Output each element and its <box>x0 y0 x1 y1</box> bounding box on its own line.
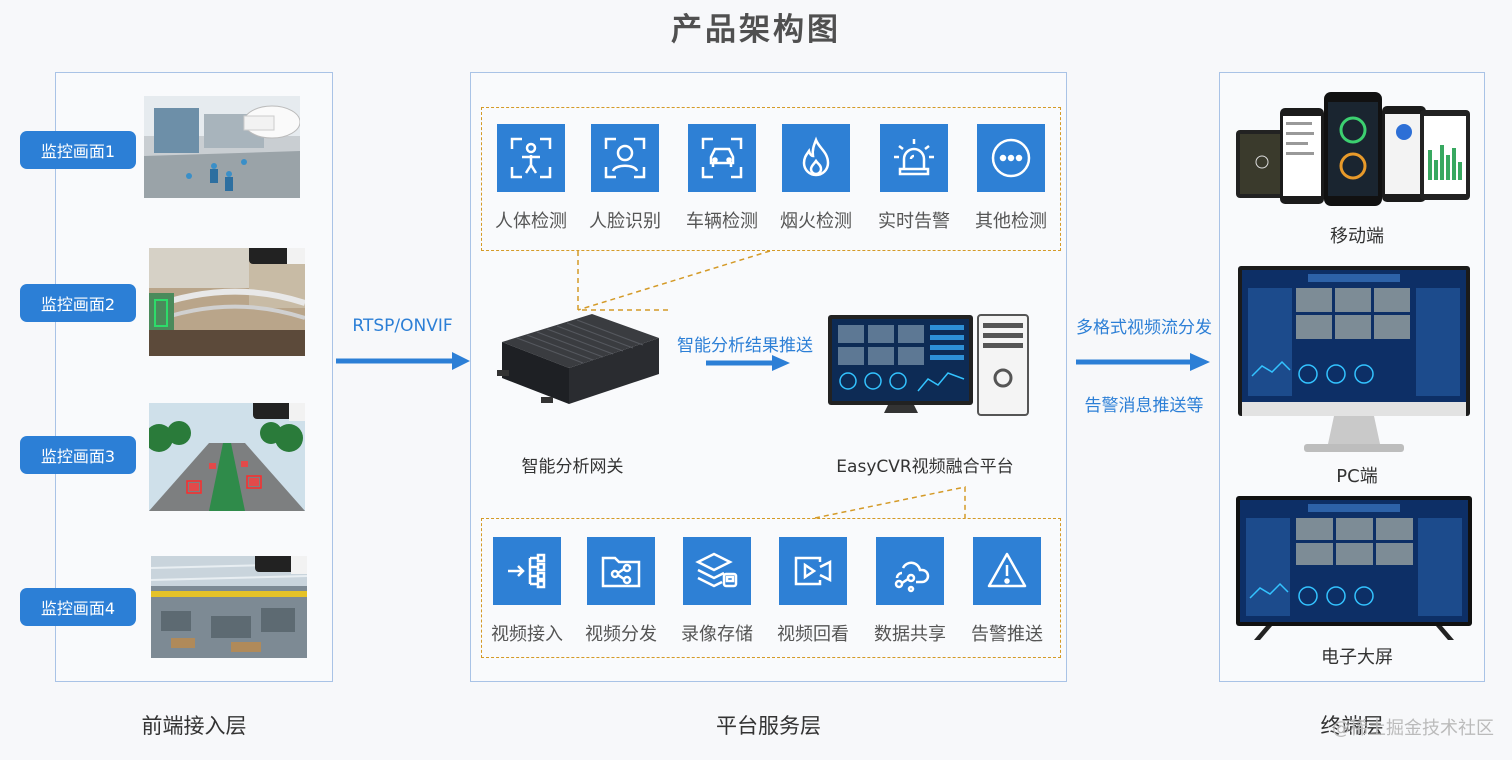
camera-button-3[interactable]: 监控画面3 <box>20 436 136 474</box>
alarm-light-icon[interactable] <box>880 124 948 192</box>
terminal-layer-label: 终端层 <box>1320 714 1384 738</box>
protocol-label: RTSP/ONVIF <box>352 316 453 336</box>
distribution-label-1: 多格式视频流分发 <box>1076 318 1212 338</box>
watermark: @稀土掘金技术社区 <box>1332 718 1494 739</box>
share-folder-icon[interactable] <box>587 537 655 605</box>
face-scan-icon[interactable] <box>591 124 659 192</box>
platform-functions-box <box>481 518 1061 658</box>
page-title: 产品架构图 <box>671 12 841 48</box>
function-label-fire: 烟火检测 <box>780 211 852 232</box>
front-layer-label: 前端接入层 <box>141 714 247 738</box>
result-push-label: 智能分析结果推送 <box>677 336 813 356</box>
person-scan-icon[interactable] <box>497 124 565 192</box>
gateway-device-image <box>497 312 662 414</box>
camera-button-1[interactable]: 监控画面1 <box>20 131 136 169</box>
layers-storage-icon[interactable] <box>683 537 751 605</box>
terminal-label-pc: PC端 <box>1336 466 1378 487</box>
analysis-functions-box <box>481 107 1061 251</box>
distribution-label-2: 告警消息推送等 <box>1084 396 1204 416</box>
cloud-share-icon[interactable] <box>876 537 944 605</box>
access-tree-icon[interactable] <box>493 537 561 605</box>
function-label-face: 人脸识别 <box>589 211 661 232</box>
function-label-car: 车辆检测 <box>686 211 758 232</box>
camera-view-3 <box>149 403 305 511</box>
platform-workstation-image <box>828 313 1030 421</box>
big-screen-image <box>1236 496 1472 644</box>
camera-button-4[interactable]: 监控画面4 <box>20 588 136 626</box>
function-label-playback: 视频回看 <box>777 624 849 645</box>
fire-icon[interactable] <box>782 124 850 192</box>
function-label-other: 其他检测 <box>975 211 1047 232</box>
function-label-alarm-push: 告警推送 <box>971 624 1043 645</box>
function-label-storage: 录像存储 <box>681 624 753 645</box>
warning-icon[interactable] <box>973 537 1041 605</box>
function-label-access: 视频接入 <box>491 624 563 645</box>
camera-button-2[interactable]: 监控画面2 <box>20 284 136 322</box>
camera-view-2 <box>149 248 305 356</box>
car-scan-icon[interactable] <box>688 124 756 192</box>
mobile-devices-image <box>1234 90 1470 212</box>
function-label-alarm: 实时告警 <box>878 211 950 232</box>
terminal-label-big-screen: 电子大屏 <box>1321 647 1393 668</box>
camera-view-1 <box>144 96 300 198</box>
pc-monitor-image <box>1238 266 1470 458</box>
platform-layer-label: 平台服务层 <box>716 714 821 738</box>
function-label-distribute: 视频分发 <box>585 624 657 645</box>
gateway-label: 智能分析网关 <box>521 457 624 477</box>
camera-view-4 <box>151 556 307 658</box>
function-label-share: 数据共享 <box>874 624 946 645</box>
terminal-label-mobile: 移动端 <box>1330 226 1384 247</box>
result-push-arrow <box>706 353 790 373</box>
protocol-arrow <box>336 350 470 372</box>
distribution-arrow <box>1076 351 1210 373</box>
video-playback-icon[interactable] <box>779 537 847 605</box>
platform-label: EasyCVR视频融合平台 <box>836 457 1014 477</box>
more-icon[interactable] <box>977 124 1045 192</box>
callout-connectors <box>577 250 966 519</box>
function-label-person: 人体检测 <box>495 211 567 232</box>
